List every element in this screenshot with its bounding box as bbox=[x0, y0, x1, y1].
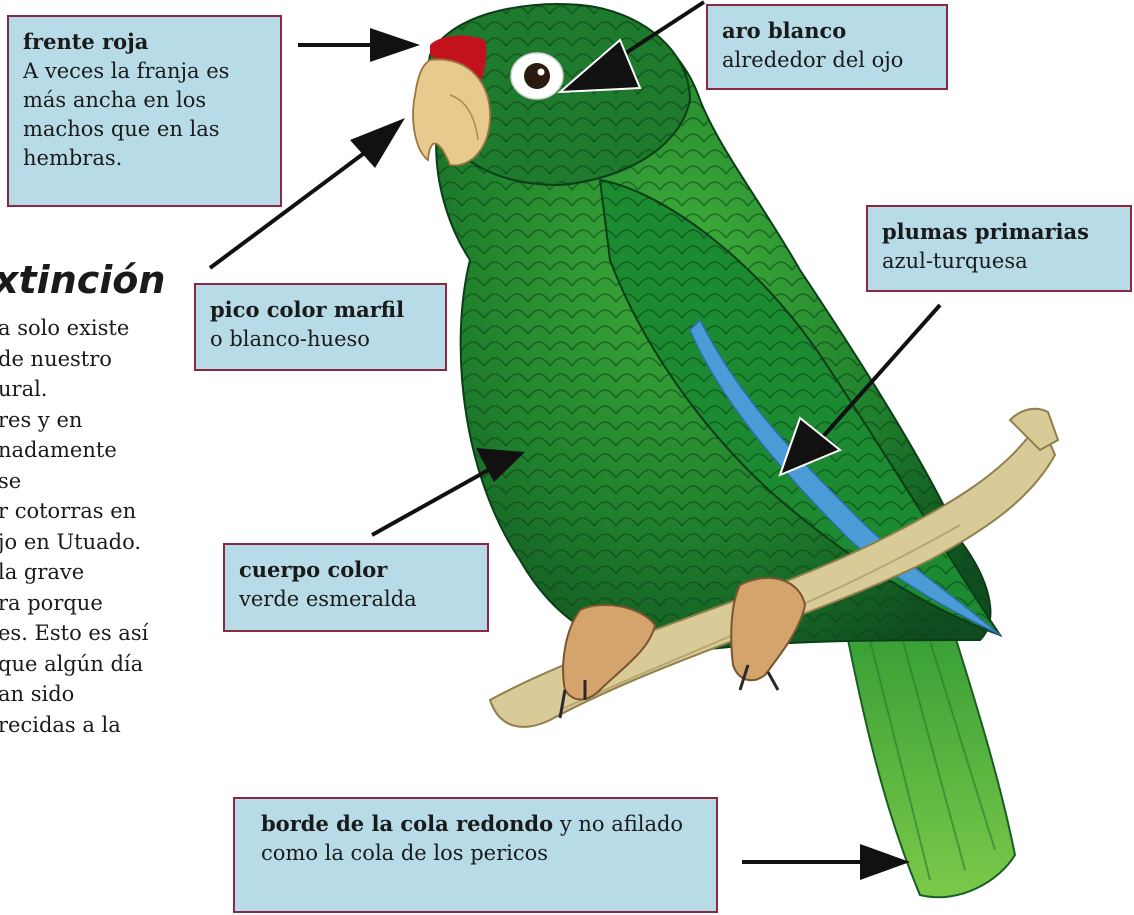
side-panel-line: recidas a la bbox=[0, 712, 121, 737]
label-tail-title: borde de la cola redondo bbox=[261, 811, 554, 836]
label-primaries: plumas primarias azul-turquesa bbox=[866, 205, 1132, 292]
arrow-beak bbox=[208, 118, 405, 270]
arrow-forehead bbox=[298, 28, 420, 62]
label-forehead-title: frente roja bbox=[23, 29, 149, 54]
primaries-blue-stripe bbox=[689, 318, 1001, 636]
side-panel-line: a solo existe bbox=[0, 316, 130, 340]
parrot-beak bbox=[412, 58, 491, 167]
label-body: cuerpo color verde esmeralda bbox=[223, 543, 489, 632]
branch-stub bbox=[1008, 407, 1060, 452]
label-forehead: frente roja A veces la franja es más anc… bbox=[7, 15, 282, 207]
eye bbox=[524, 63, 550, 89]
label-body-title: cuerpo color bbox=[239, 557, 388, 582]
foot-left bbox=[562, 604, 657, 701]
side-panel-line: r cotorras en bbox=[0, 499, 137, 523]
label-body-text: verde esmeralda bbox=[239, 587, 417, 611]
label-primaries-title: plumas primarias bbox=[882, 219, 1089, 244]
label-eye-ring-title: aro blanco bbox=[722, 18, 847, 43]
label-tail-text: y no afilado como la cola de los pericos bbox=[261, 812, 684, 865]
side-panel-text: a solo existe de nuestro ural. res y en nada… bbox=[0, 313, 148, 740]
label-eye-ring-text: alrededor del ojo bbox=[722, 48, 904, 72]
parrot-tail bbox=[838, 598, 1017, 899]
label-beak: pico color marfil o blanco-hueso bbox=[194, 283, 447, 371]
side-panel-line: ural. bbox=[0, 377, 48, 401]
label-eye-ring: aro blanco alrededor del ojo bbox=[706, 4, 948, 90]
side-panel-line: es. Esto es así bbox=[0, 621, 149, 645]
side-panel-line: jo en Utuado. bbox=[0, 529, 142, 554]
arrow-tail bbox=[742, 844, 910, 880]
side-panel-title: xtinción bbox=[0, 258, 166, 302]
label-beak-text: o blanco-hueso bbox=[210, 327, 370, 351]
side-panel-line: ra porque bbox=[0, 590, 103, 615]
side-panel-line: res y en bbox=[0, 407, 83, 432]
label-tail: borde de la cola redondo y no afilado co… bbox=[233, 797, 718, 913]
side-panel-line: que algún día bbox=[0, 651, 144, 676]
side-panel-line: nadamente bbox=[0, 438, 117, 462]
label-beak-title: pico color marfil bbox=[210, 297, 405, 322]
side-panel-line: se bbox=[0, 468, 22, 493]
arrow-eye-ring bbox=[557, 0, 706, 94]
label-forehead-text: A veces la franja es más ancha en los ma… bbox=[23, 59, 230, 170]
side-panel-line: la grave bbox=[0, 560, 85, 584]
side-panel-line: an sido bbox=[0, 682, 75, 706]
foot-right bbox=[730, 576, 807, 682]
arrow-body bbox=[371, 448, 525, 537]
arrow-primaries bbox=[778, 303, 942, 477]
side-panel-line: de nuestro bbox=[0, 346, 112, 371]
label-primaries-text: azul-turquesa bbox=[882, 249, 1028, 273]
